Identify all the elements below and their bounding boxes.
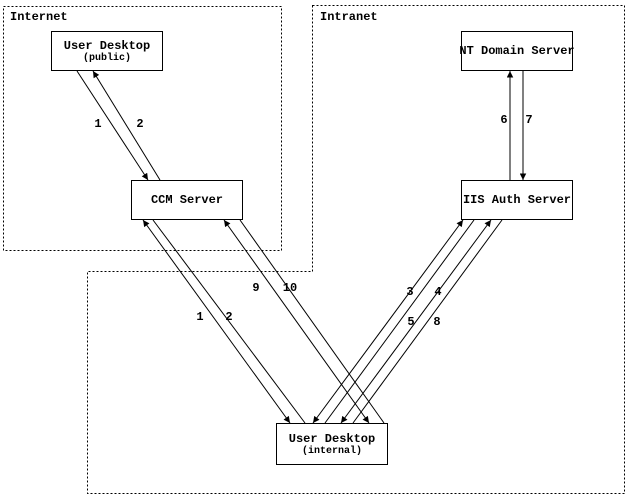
node-user-desktop-internal-subtitle: (internal) bbox=[301, 445, 362, 457]
node-user-desktop-internal: User Desktop (internal) bbox=[276, 423, 388, 465]
flow-label-9: 9 bbox=[252, 281, 260, 295]
flow-label-5: 5 bbox=[407, 315, 415, 329]
flow-label-2-internal: 2 bbox=[225, 310, 233, 324]
arrow-ccm-internal-exchange-12 bbox=[142, 219, 291, 424]
arrow-iis-internal-exchange-58 bbox=[340, 219, 492, 424]
intranet-zone-border bbox=[87, 5, 625, 494]
node-user-desktop-public: User Desktop (public) bbox=[51, 31, 163, 71]
intranet-zone-label: Intranet bbox=[320, 10, 378, 24]
node-user-desktop-internal-title: User Desktop bbox=[288, 431, 376, 446]
node-nt-domain-server: NT Domain Server bbox=[459, 31, 575, 71]
flow-label-8: 8 bbox=[433, 315, 441, 329]
node-user-desktop-public-title: User Desktop bbox=[63, 38, 151, 53]
arrow-ccm-to-public bbox=[92, 70, 161, 181]
node-iis-auth-server: IIS Auth Server bbox=[461, 180, 573, 220]
node-ccm-server: CCM Server bbox=[131, 180, 243, 220]
flow-label-2-public: 2 bbox=[136, 117, 144, 131]
flow-label-1-internal: 1 bbox=[196, 310, 204, 324]
node-user-desktop-public-subtitle: (public) bbox=[82, 52, 131, 64]
line-iis-internal-58 bbox=[352, 219, 503, 424]
flow-label-6: 6 bbox=[500, 113, 508, 127]
internet-zone-border bbox=[3, 6, 282, 251]
line-iis-internal-34 bbox=[324, 219, 475, 424]
flow-label-1-public: 1 bbox=[94, 117, 102, 131]
flow-label-7: 7 bbox=[525, 113, 533, 127]
flow-label-10: 10 bbox=[282, 281, 298, 295]
arrow-public-to-ccm bbox=[76, 70, 149, 181]
internet-zone-label: Internet bbox=[10, 10, 68, 24]
flow-label-3: 3 bbox=[406, 285, 414, 299]
flow-label-4: 4 bbox=[434, 285, 442, 299]
node-ccm-server-title: CCM Server bbox=[150, 193, 223, 207]
node-nt-domain-server-title: NT Domain Server bbox=[459, 44, 575, 58]
node-iis-auth-server-title: IIS Auth Server bbox=[462, 193, 572, 207]
